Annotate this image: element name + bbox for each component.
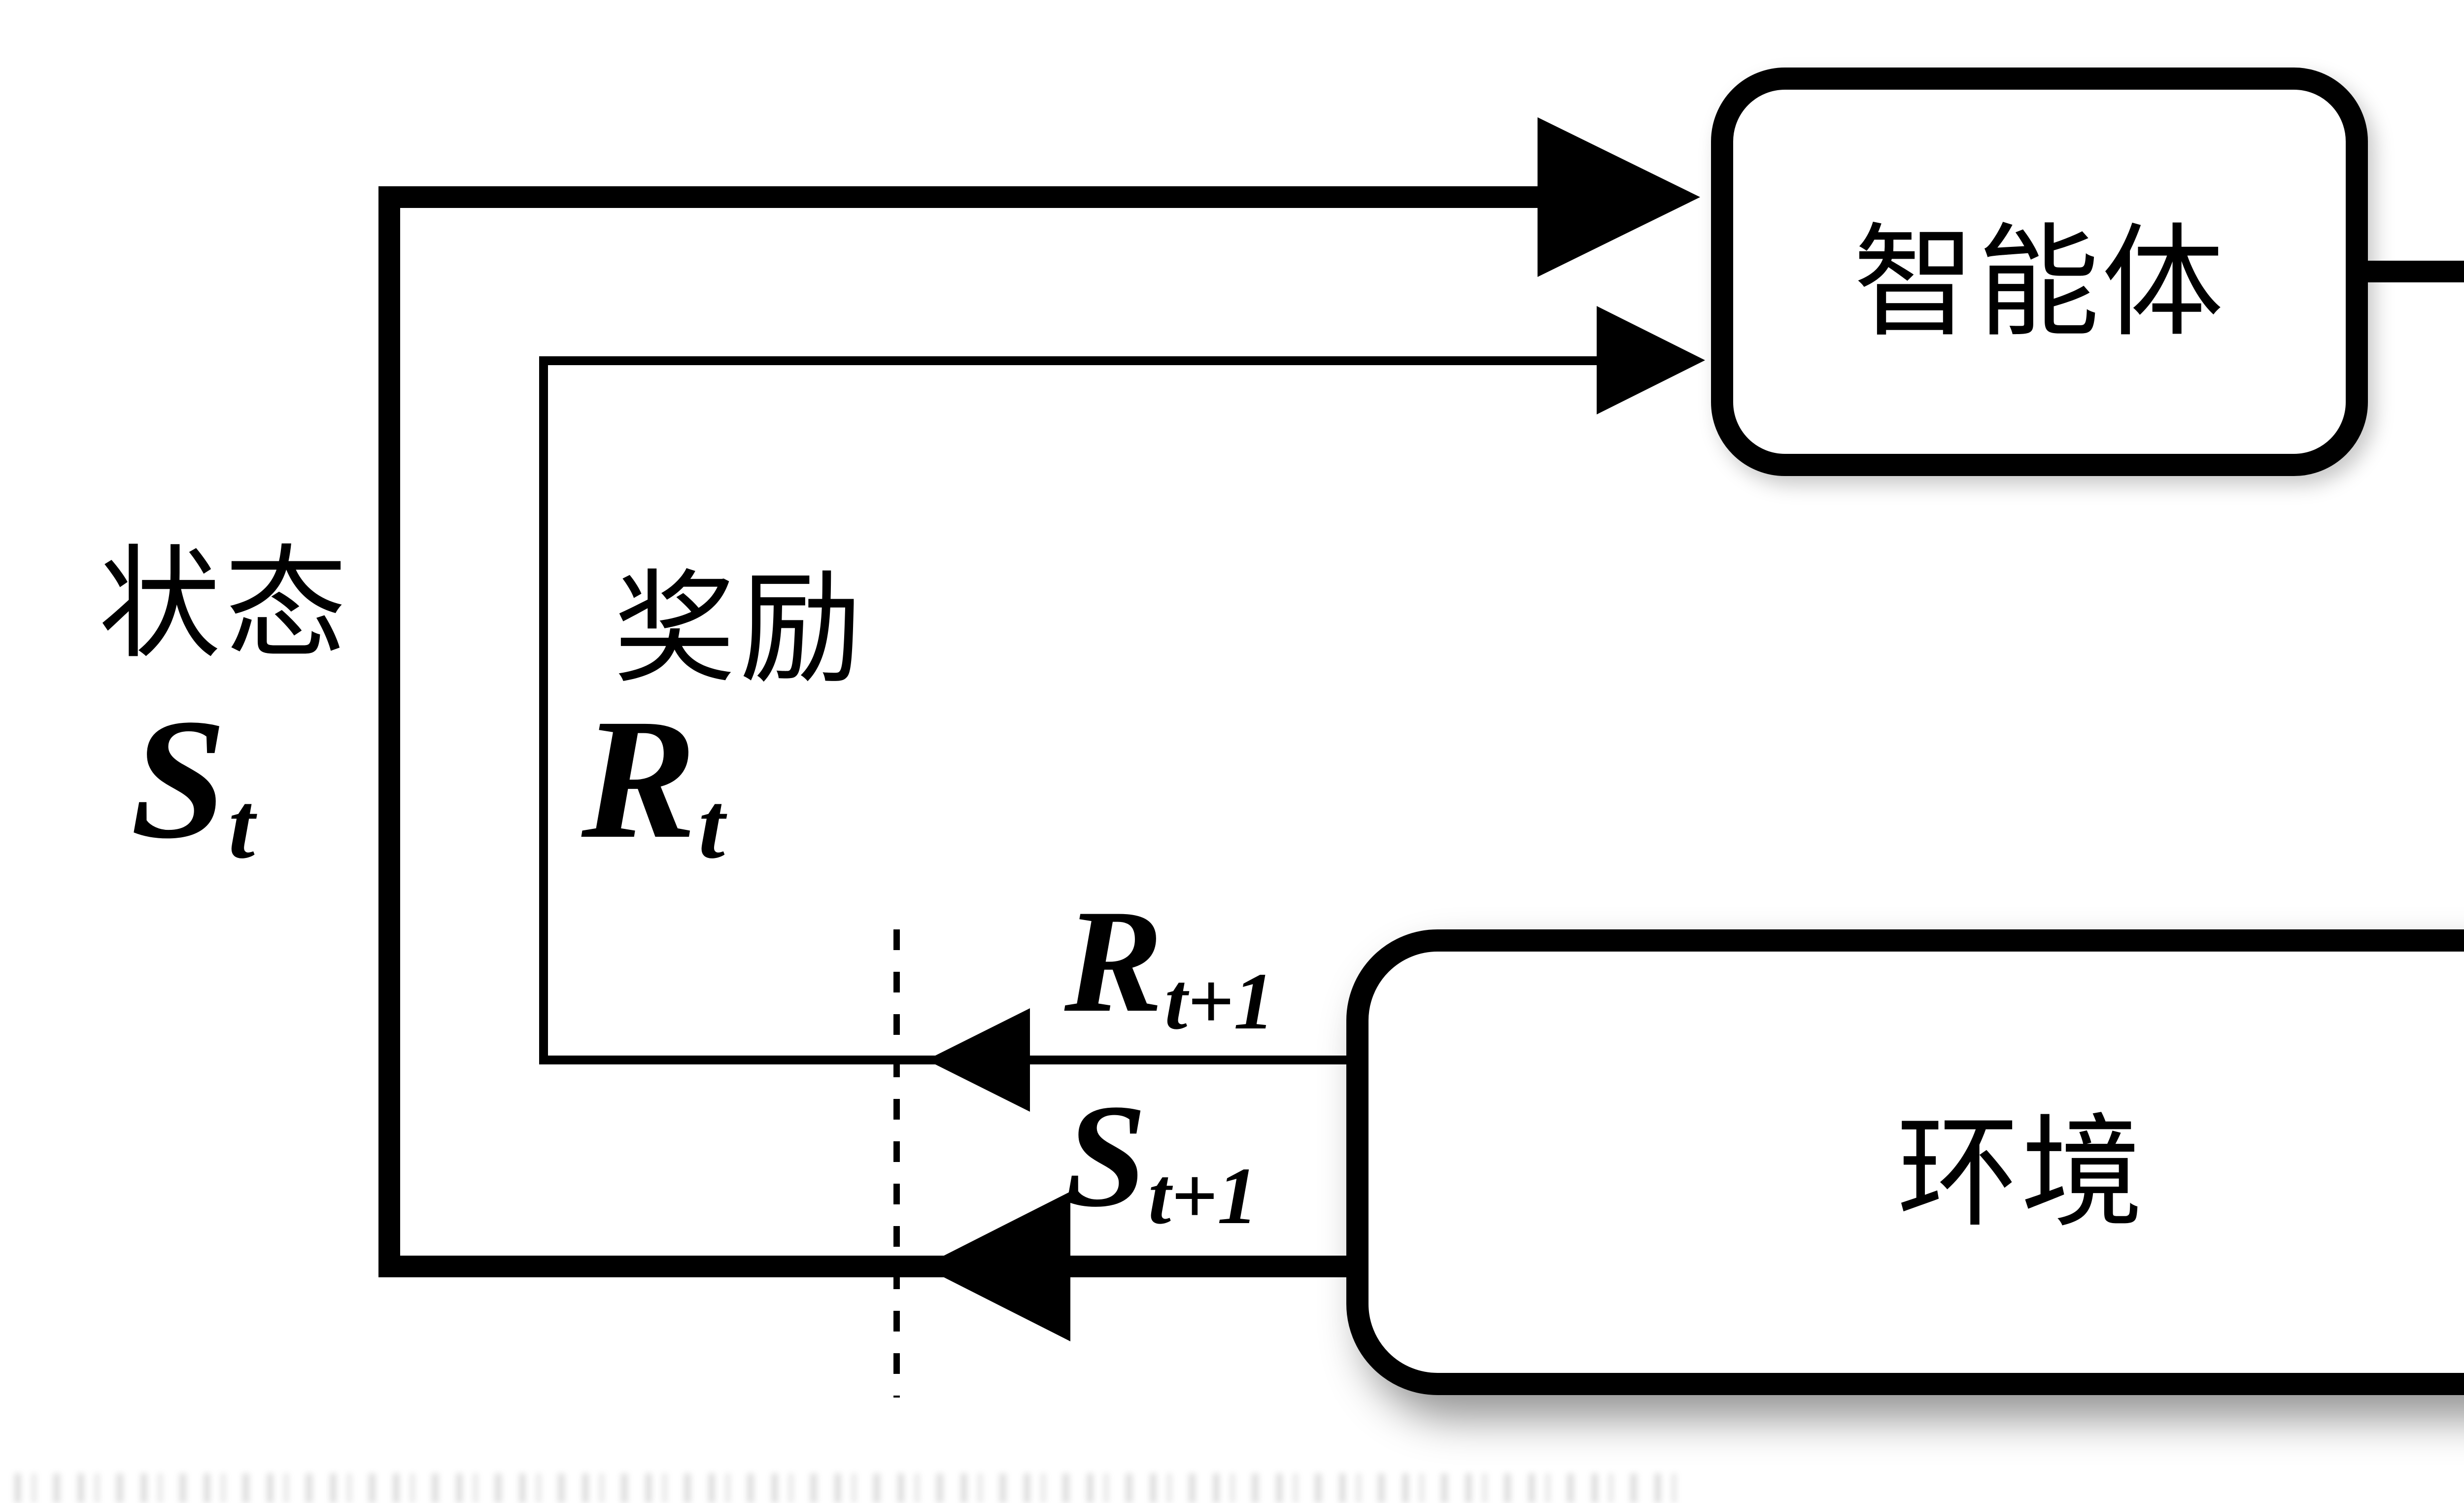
cropped-caption-remnant [15, 1473, 1690, 1503]
reward-arrowhead-at-boundary-icon [926, 1008, 1030, 1112]
time-step-boundary-dashed-line [893, 929, 900, 1398]
state-symbol-base: S [131, 683, 227, 874]
state-line-top-segment [378, 186, 1551, 208]
reward-symbol-base: R [582, 683, 697, 874]
reward-arrowhead-into-agent-icon [1597, 306, 1705, 414]
agent-node-box: 智能体 [1711, 68, 2368, 476]
reward-symbol-subscript: t [698, 773, 725, 879]
state-arrowhead-into-agent-icon [1538, 117, 1700, 277]
action-line-top-segment [2365, 261, 2464, 282]
next-reward-symbol-base: R [1064, 879, 1164, 1043]
agent-node-label: 智能体 [1853, 216, 2226, 351]
state-arrowhead-at-boundary-icon [923, 1192, 1070, 1341]
next-state-symbol-base: S [1064, 1074, 1147, 1237]
state-symbol-subscript: t [228, 773, 255, 879]
state-line-bottom-segment [378, 1256, 1359, 1277]
reward-symbol-label: Rt [582, 692, 725, 873]
state-line-left-segment [378, 186, 400, 1277]
next-reward-symbol-subscript: t+1 [1164, 956, 1274, 1047]
reward-line-top-segment [539, 356, 1599, 365]
reward-chinese-label: 奖励 [614, 562, 866, 698]
environment-node-label: 环境 [1897, 1106, 2145, 1242]
state-symbol-label: St [131, 692, 255, 873]
environment-node-box: 环境 [1346, 929, 2464, 1395]
reward-line-left-segment [539, 356, 548, 1064]
next-state-symbol-subscript: t+1 [1148, 1151, 1258, 1241]
state-chinese-label: 状态 [99, 538, 351, 673]
next-reward-symbol-label: Rt+1 [1064, 887, 1274, 1042]
next-state-symbol-label: St+1 [1064, 1082, 1258, 1236]
